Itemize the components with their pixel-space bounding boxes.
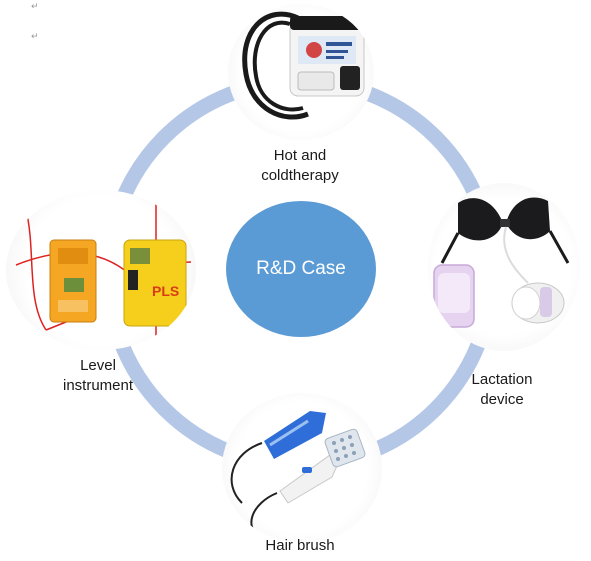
paragraph-mark-2: ↵ [31, 32, 39, 42]
label-lactation-device-line-2: device [480, 391, 524, 408]
label-lactation-device-line-1: Lactation [471, 371, 533, 388]
electric-hair-brush-image [230, 411, 366, 539]
label-level-instrument-line-1: Level [80, 357, 116, 374]
svg-text:PLS: PLS [152, 283, 179, 299]
label-hot-cold-therapy-line-1: Hot and [273, 147, 327, 164]
node-hair-brush [222, 393, 382, 543]
center-label: R&D Case [256, 258, 346, 279]
label-lactation-device: Lactation device [442, 370, 562, 410]
label-hair-brush-line-1: Hair brush [265, 537, 335, 554]
label-hot-cold-therapy: Hot and coldtherapy [230, 146, 370, 186]
paragraph-mark-1: ↵ [31, 2, 39, 12]
node-hot-cold-therapy [228, 4, 374, 140]
node-level-instrument: PLS [6, 190, 196, 350]
center-circle: R&D Case [226, 201, 376, 337]
cooler-box-device-image [242, 11, 365, 120]
node-lactation-device [428, 183, 580, 351]
laser-level-image: PLS [15, 195, 192, 345]
label-hair-brush: Hair brush [230, 536, 370, 556]
label-level-instrument-line-2: instrument [62, 377, 134, 394]
label-hot-cold-therapy-line-2: coldtherapy [261, 167, 339, 184]
breast-pump-image [433, 197, 570, 328]
label-level-instrument: Level instrument [28, 356, 168, 396]
